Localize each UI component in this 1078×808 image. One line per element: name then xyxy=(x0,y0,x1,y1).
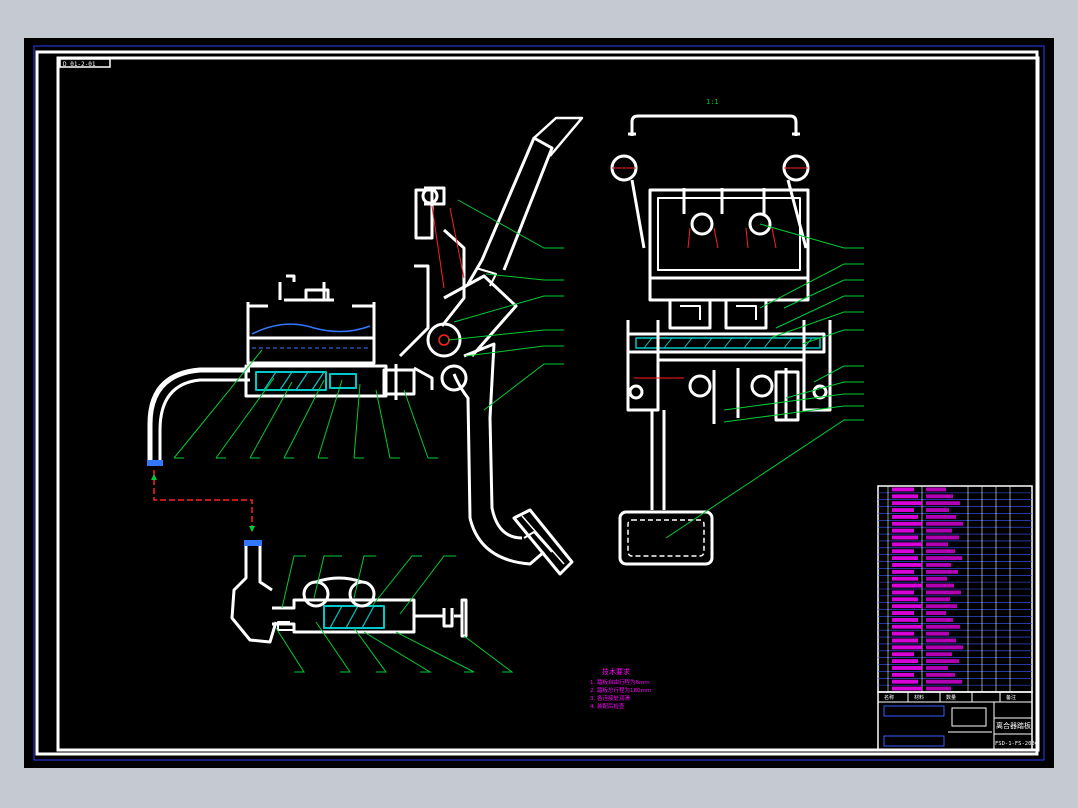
parts-list-code-cell xyxy=(892,521,922,526)
parts-list-code-cell xyxy=(892,583,922,588)
tech-req-item: 1. 踏板自由行程为6mm xyxy=(590,678,650,686)
parts-list-code-cell xyxy=(892,576,918,581)
parts-list-code-cell xyxy=(892,624,922,629)
parts-list-code-cell xyxy=(892,686,922,691)
parts-list-code-cell xyxy=(892,604,922,609)
tech-req-item: 2. 踏板总行程为180mm xyxy=(590,686,651,694)
tech-req-item: 3. 各连接处润滑 xyxy=(590,694,630,702)
corner-tag: D 01-2-01 xyxy=(59,58,111,68)
front-view-assembly: 1:1 xyxy=(610,98,832,566)
parts-list-name-cell xyxy=(926,549,955,554)
drawing-frame xyxy=(33,45,1045,761)
parts-list-name-cell xyxy=(926,576,947,581)
tb-drawing-number: FSD-1-FS-2000 xyxy=(995,741,1038,747)
parts-list-name-cell xyxy=(926,521,963,526)
parts-list-name-cell xyxy=(926,652,952,657)
parts-list-name-cell xyxy=(926,611,946,615)
title-block: 名称 材料 数量 备注 离合器踏板 FSD-1-FS-2000 xyxy=(877,691,1038,751)
parts-list-name-cell xyxy=(926,638,956,643)
parts-list-code-cell xyxy=(892,528,914,533)
parts-list-name-cell xyxy=(926,487,946,492)
master-cylinder-assembly xyxy=(147,274,434,466)
tech-req-item: 4. 装配后检查 xyxy=(590,702,625,710)
parts-list-code-cell xyxy=(892,556,918,561)
parts-list-code-cell xyxy=(892,597,918,602)
parts-list-code-cell xyxy=(892,611,914,615)
parts-list-name-cell xyxy=(926,617,953,622)
parts-list-name-cell xyxy=(926,686,951,691)
tb-header: 名称 xyxy=(884,694,894,701)
parts-list-name-cell xyxy=(926,501,960,506)
parts-list-table xyxy=(877,485,1033,693)
parts-list-name-cell xyxy=(926,508,949,512)
parts-list-name-cell xyxy=(926,556,962,561)
parts-list-code-cell xyxy=(892,535,918,540)
slave-cylinder-assembly xyxy=(230,540,468,644)
parts-list-code-cell xyxy=(892,679,918,684)
parts-list-name-cell xyxy=(926,535,959,540)
parts-list-code-cell xyxy=(892,487,914,492)
parts-list-code-cell xyxy=(892,659,918,664)
parts-list-code-cell xyxy=(892,638,918,643)
parts-list-code-cell xyxy=(892,631,914,636)
parts-list-name-cell xyxy=(926,569,958,574)
parts-list-name-cell xyxy=(926,631,949,636)
parts-list-code-cell xyxy=(892,549,914,554)
parts-list-name-cell xyxy=(926,679,962,684)
parts-list-name-cell xyxy=(926,597,950,602)
parts-list-code-cell xyxy=(892,617,918,622)
parts-list-name-cell xyxy=(926,666,948,670)
parts-list-code-cell xyxy=(892,563,922,567)
parts-list-code-cell xyxy=(892,501,922,506)
parts-list-name-cell xyxy=(926,583,954,588)
parts-list-name-cell xyxy=(926,645,963,650)
parts-list-code-cell xyxy=(892,508,914,512)
parts-list-name-cell xyxy=(926,542,948,547)
tb-header: 材料 xyxy=(914,694,924,701)
parts-list-name-cell xyxy=(926,590,961,595)
drawing-canvas: D 01-2-01 xyxy=(33,45,1045,761)
leader-lines xyxy=(173,199,864,673)
parts-list-code-cell xyxy=(892,590,914,595)
parts-list-code-cell xyxy=(892,569,914,574)
hydraulic-line xyxy=(151,470,255,532)
tb-header: 数量 xyxy=(946,694,956,701)
parts-list-name-cell xyxy=(926,604,957,609)
tech-req-title: 技术要求 xyxy=(602,667,630,676)
parts-list-code-cell xyxy=(892,666,922,670)
tb-header: 备注 xyxy=(1006,694,1016,701)
parts-list-name-cell xyxy=(926,494,953,499)
parts-list-name-cell xyxy=(926,528,952,533)
parts-list-code-cell xyxy=(892,494,918,499)
parts-list-name-cell xyxy=(926,672,955,677)
parts-list-code-cell xyxy=(892,672,914,677)
corner-tag-text: D 01-2-01 xyxy=(63,61,96,68)
pedal-side-view xyxy=(398,116,584,576)
parts-list-name-cell xyxy=(926,624,960,629)
cad-viewport[interactable]: D 01-2-01 xyxy=(24,38,1054,768)
technical-requirements: 技术要求 1. 踏板自由行程为6mm 2. 踏板总行程为180mm 3. 各连接… xyxy=(590,667,651,710)
parts-list-code-cell xyxy=(892,645,922,650)
parts-list-code-cell xyxy=(892,514,918,519)
tb-part-name: 离合器踏板 xyxy=(996,721,1031,730)
scale-mark: 1:1 xyxy=(706,98,719,106)
parts-list-name-cell xyxy=(926,514,956,519)
parts-list-name-cell xyxy=(926,563,951,567)
parts-list-code-cell xyxy=(892,652,914,657)
parts-list-name-cell xyxy=(926,659,959,664)
parts-list-code-cell xyxy=(892,542,922,547)
